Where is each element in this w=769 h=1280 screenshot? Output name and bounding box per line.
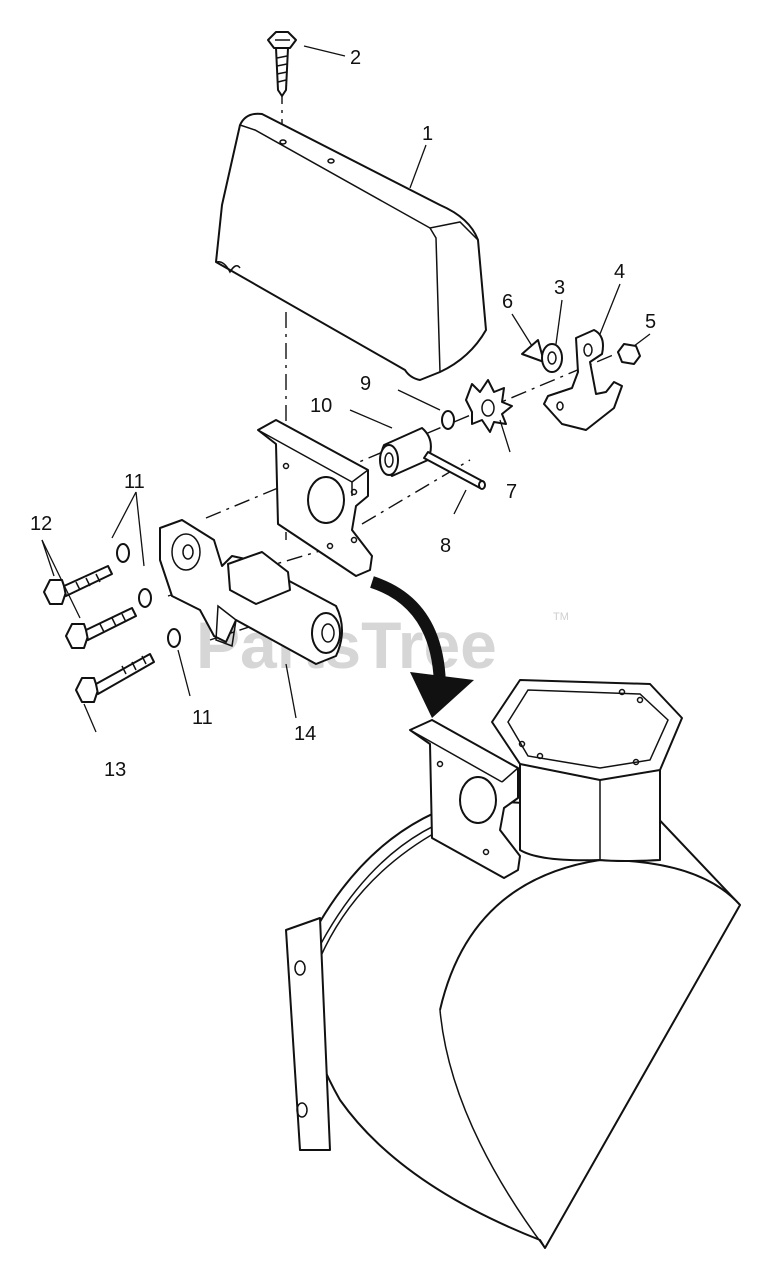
part-6-ring: [521, 339, 545, 363]
callout-6: 6: [502, 291, 513, 313]
part-12-screw-lower: [65, 607, 137, 649]
callout-13: 13: [104, 759, 126, 781]
part-2-screw: [267, 31, 297, 97]
callout-11-upper: 11: [124, 471, 145, 493]
chute-assembly: [285, 679, 741, 1249]
fastener-11-washers: [116, 543, 181, 648]
callout-3: 3: [554, 277, 565, 299]
part-3-washer: [541, 343, 563, 373]
callout-2: 2: [350, 47, 361, 69]
callout-4: 4: [614, 261, 625, 283]
callout-14: 14: [294, 723, 316, 745]
part-13-bolt: [75, 653, 155, 703]
callout-8: 8: [440, 535, 451, 557]
part-8-pin: [423, 451, 486, 490]
part-5-nut: [617, 343, 641, 365]
part-14-motor: [159, 519, 343, 665]
mounting-plate: [257, 419, 373, 577]
part-4-bracket: [543, 329, 623, 431]
callout-12: 12: [30, 513, 52, 535]
callout-5: 5: [645, 311, 656, 333]
part-1-cover: [215, 112, 487, 381]
leader-lines: [41, 45, 651, 733]
callout-numbers: 2 1 3 4 5 6 7 8 9 10 11 12 11 14 13: [30, 47, 656, 781]
callout-10: 10: [310, 395, 332, 417]
assembly-arrow: [370, 576, 474, 718]
callout-11-lower: 11: [192, 707, 213, 729]
part-12-screw-upper: [43, 565, 113, 605]
watermark-trademark: TM: [553, 611, 569, 623]
callout-7: 7: [506, 481, 517, 503]
callout-9: 9: [360, 373, 371, 395]
part-9-washer: [441, 410, 455, 430]
part-10-spacer: [379, 427, 432, 477]
callout-1: 1: [422, 123, 433, 145]
part-7-gear: [465, 379, 513, 433]
